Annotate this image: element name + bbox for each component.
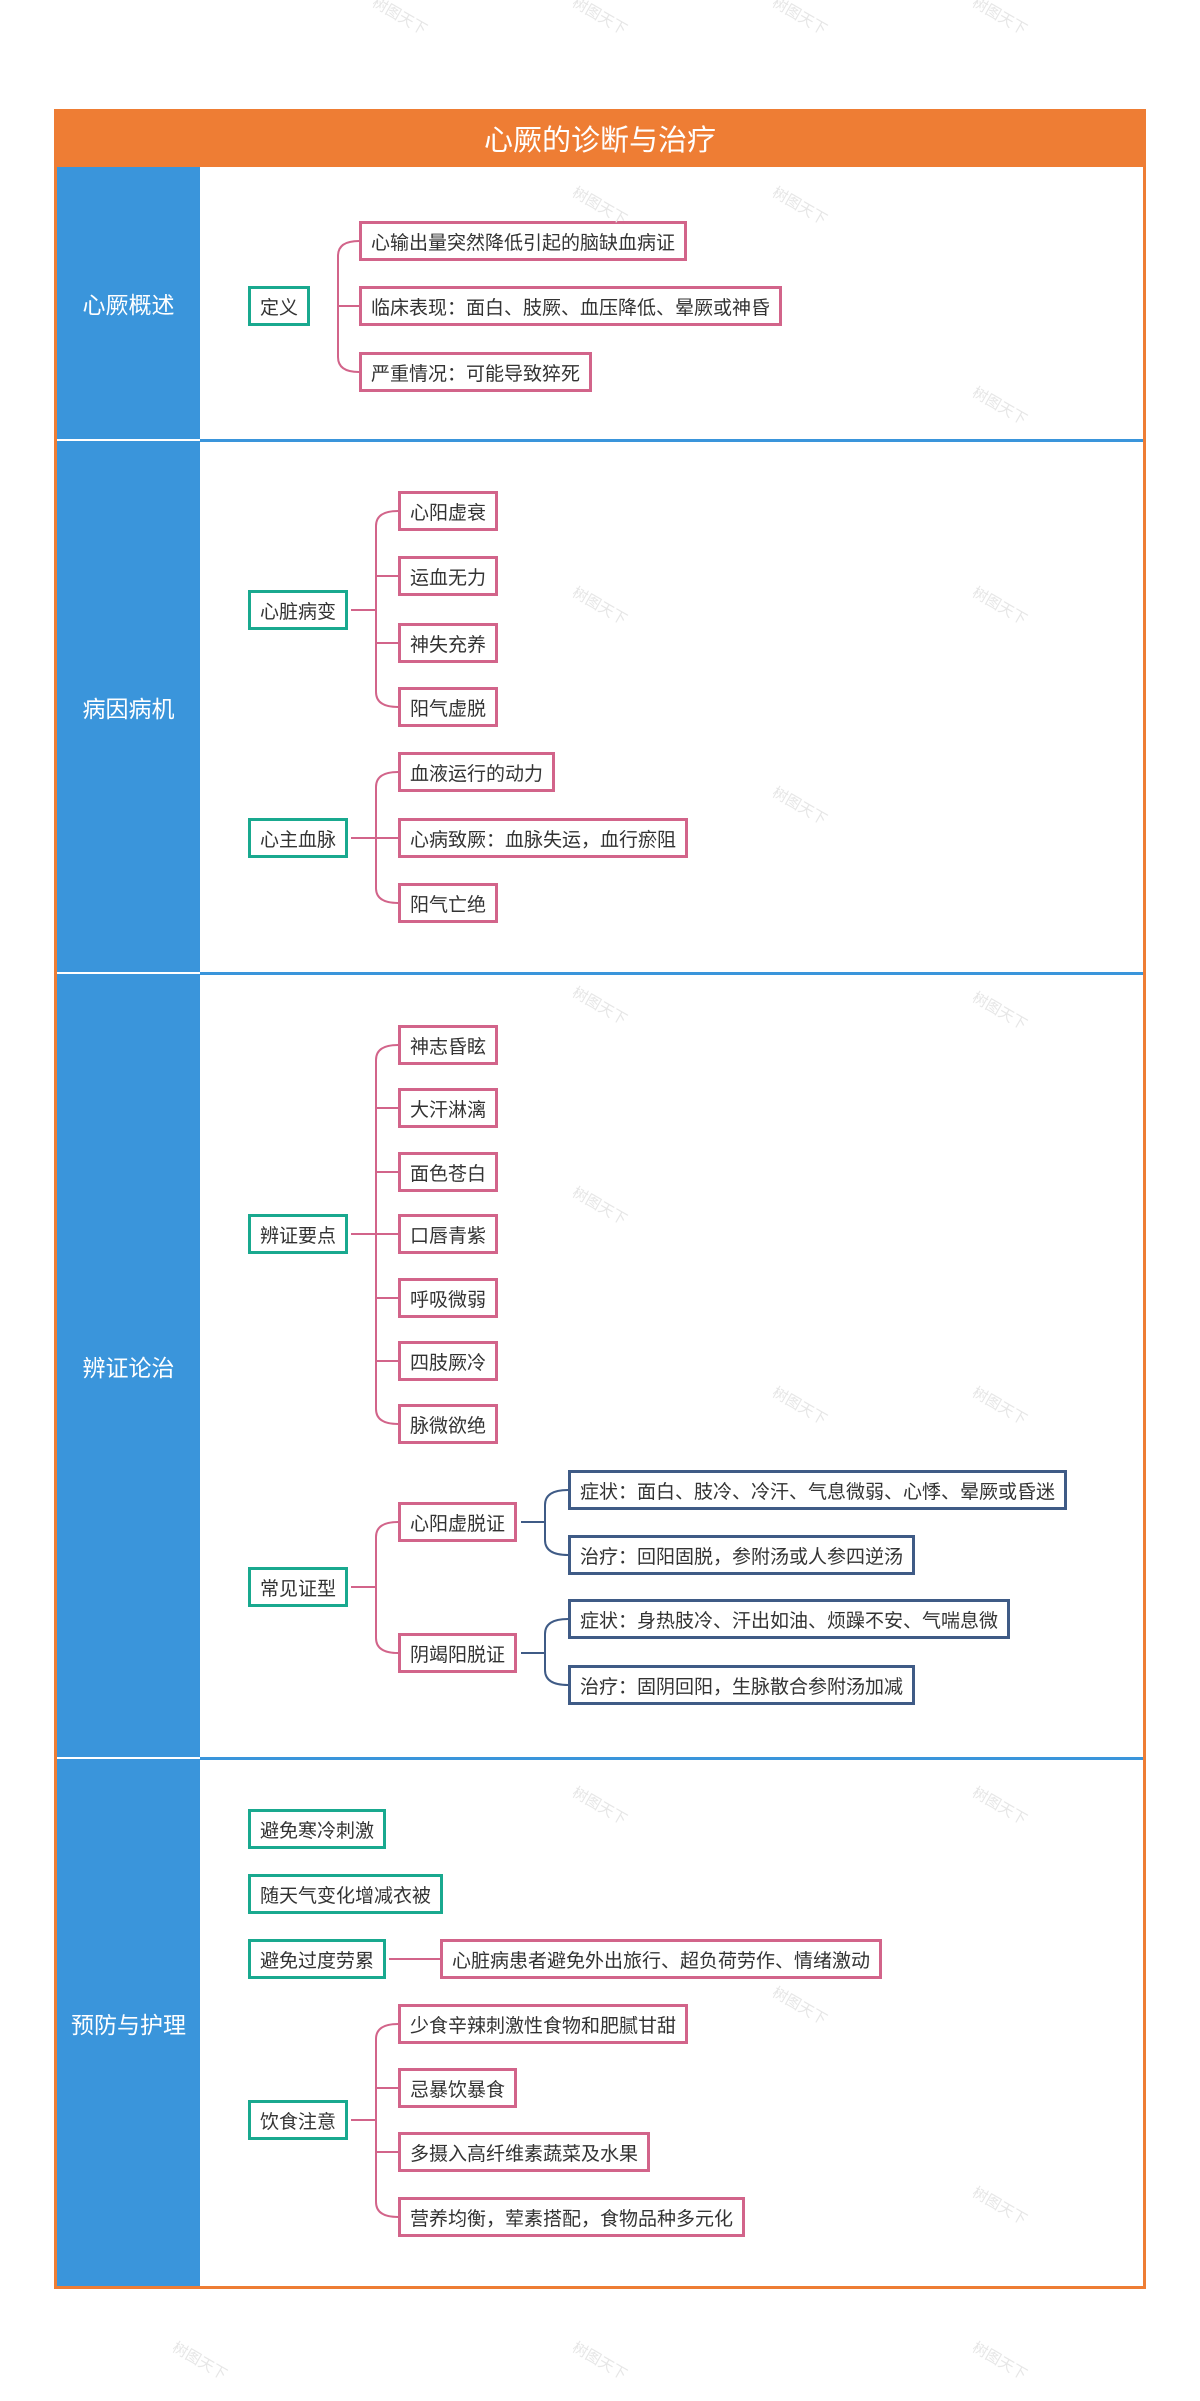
node-symptom-item: 神志昏眩 (398, 1025, 499, 1065)
node-yang-qi-collapse: 阳气虚脱 (398, 687, 499, 727)
node-yin-exhaustion-syndrome: 阴竭阳脱证 (398, 1633, 518, 1673)
section-divider (200, 1757, 1143, 1760)
node-syncope-cause: 心病致厥：血脉失运，血行瘀阻 (398, 818, 689, 858)
node-syndrome-symptoms: 症状：面白、肢冷、冷汗、气息微弱、心悸、晕厥或昏迷 (568, 1470, 1068, 1510)
node-symptom-item: 口唇青紫 (398, 1214, 499, 1254)
node-symptom-item: 大汗淋漓 (398, 1088, 499, 1128)
node-syndrome-treatment: 治疗：固阴回阳，生脉散合参附汤加减 (568, 1665, 916, 1705)
section-divider (200, 972, 1143, 975)
node-diet-item: 营养均衡，荤素搭配，食物品种多元化 (398, 2197, 746, 2237)
node-severe-case: 严重情况：可能导致猝死 (359, 352, 593, 392)
node-avoid-overwork: 避免过度劳累 (248, 1939, 387, 1979)
node-definition-detail: 心输出量突然降低引起的脑缺血病证 (359, 221, 688, 261)
node-overwork-detail: 心脏病患者避免外出旅行、超负荷劳作、情绪激动 (440, 1939, 883, 1979)
node-heart-yang-collapse-syndrome: 心阳虚脱证 (398, 1502, 518, 1542)
node-diet-item: 少食辛辣刺激性食物和肥腻甘甜 (398, 2004, 689, 2044)
node-definition: 定义 (248, 286, 311, 326)
section-divider (200, 439, 1143, 442)
section-label-prevention-care: 预防与护理 (57, 1759, 200, 2286)
node-avoid-cold: 避免寒冷刺激 (248, 1809, 387, 1849)
mindmap-title: 心厥的诊断与治疗 (54, 109, 1146, 167)
node-yang-qi-exhausted: 阳气亡绝 (398, 883, 499, 923)
node-heart-disease: 心脏病变 (248, 590, 349, 630)
node-symptom-item: 呼吸微弱 (398, 1278, 499, 1318)
node-diagnosis-points: 辨证要点 (248, 1214, 349, 1254)
node-adjust-clothing: 随天气变化增减衣被 (248, 1874, 444, 1914)
node-heart-yang-decline: 心阳虚衰 (398, 491, 499, 531)
node-weak-blood-circulation: 运血无力 (398, 556, 499, 596)
node-common-syndromes: 常见证型 (248, 1567, 349, 1607)
node-heart-governs-blood: 心主血脉 (248, 818, 349, 858)
mindmap-frame (54, 109, 1146, 2289)
node-symptom-item: 四肢厥冷 (398, 1341, 499, 1381)
node-diet-notes: 饮食注意 (248, 2100, 349, 2140)
node-syndrome-symptoms: 症状：身热肢冷、汗出如油、烦躁不安、气喘息微 (568, 1599, 1011, 1639)
section-label-pathogenesis: 病因病机 (57, 441, 200, 972)
section-label-overview: 心厥概述 (57, 167, 200, 439)
node-clinical-manifestation: 临床表现：面白、肢厥、血压降低、晕厥或神昏 (359, 286, 783, 326)
node-spirit-malnourished: 神失充养 (398, 623, 499, 663)
node-blood-circulation-power: 血液运行的动力 (398, 752, 556, 792)
node-syndrome-treatment: 治疗：回阳固脱，参附汤或人参四逆汤 (568, 1535, 916, 1575)
node-diet-item: 忌暴饮暴食 (398, 2068, 518, 2108)
node-diet-item: 多摄入高纤维素蔬菜及水果 (398, 2132, 651, 2172)
node-symptom-item: 脉微欲绝 (398, 1404, 499, 1444)
section-label-diagnosis-treatment: 辨证论治 (57, 974, 200, 1757)
node-symptom-item: 面色苍白 (398, 1152, 499, 1192)
